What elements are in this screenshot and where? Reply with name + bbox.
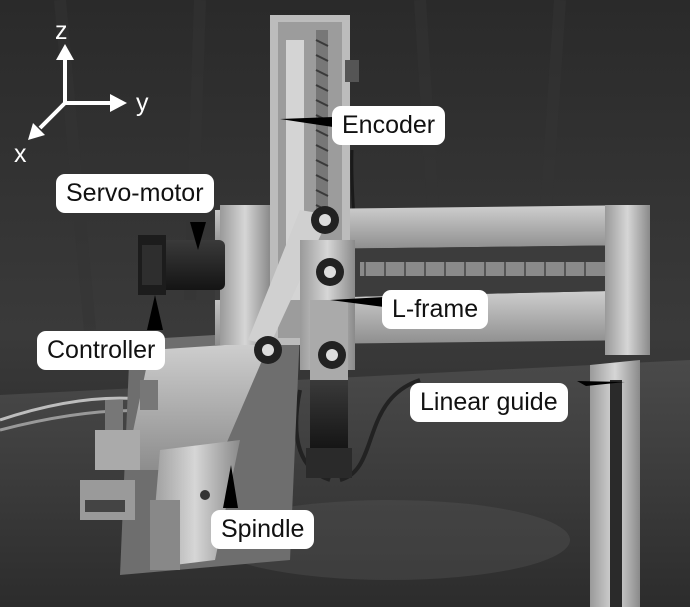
axis-triad [28,44,127,140]
x-arrowhead [28,123,45,140]
screw-thread [364,262,586,276]
x-rail-top [125,342,270,470]
controller-label: Controller [37,331,166,370]
label-pointers [147,117,625,508]
linear-guide-slot [610,380,622,607]
servo-motor-label: Servo-motor [56,174,214,213]
z-arrowhead [56,44,74,60]
x-axis-arrow [38,101,67,130]
spindle-leg [150,500,180,570]
z-axis-label: z [55,17,68,45]
spindle-label: Spindle [211,510,315,549]
encoder-label: Encoder [332,106,446,145]
board [95,430,140,470]
connector [85,500,125,512]
linear-guide-pointer [577,381,625,386]
linear-guide-label: Linear guide [410,383,568,422]
right-upright [605,205,650,355]
controller-face [142,245,162,285]
spindle-pointer [223,465,238,508]
encoder-pointer [280,117,333,127]
encoder-head [345,60,359,82]
l-frame-label: L-frame [382,290,489,329]
rollers [254,206,346,369]
z-motor-end [306,448,352,478]
bolt [200,490,210,500]
y-arrowhead [110,94,127,112]
x-axis-label: x [14,140,27,168]
servo-motor-pointer [190,222,206,250]
sensor [105,400,123,430]
l-frame-pointer [330,297,384,307]
z-motor [310,380,348,450]
controller-pointer [147,295,163,330]
sensor [140,380,158,410]
curtain-folds [54,0,566,331]
servo-motor-body [160,240,225,290]
y-axis-label: y [136,89,149,117]
